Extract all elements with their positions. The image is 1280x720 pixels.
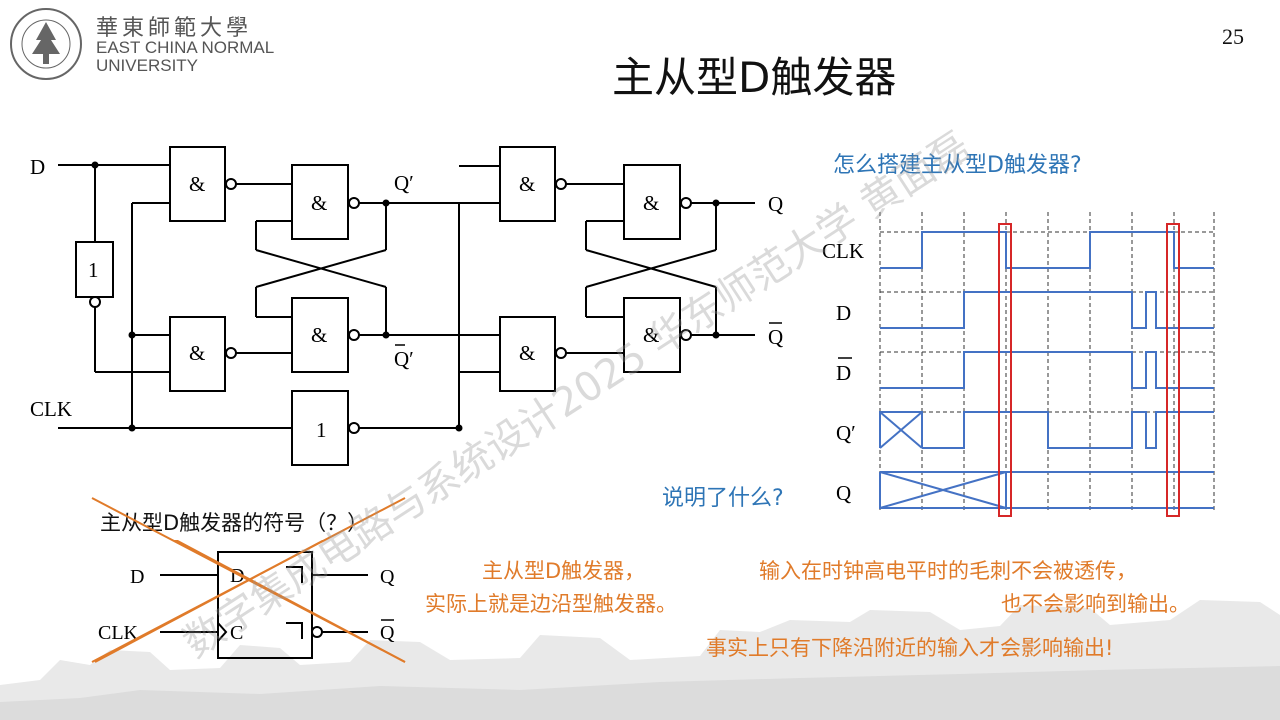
circuit-label-d: D — [30, 155, 45, 179]
note-line-3: 输入在时钟高电平时的毛刺不会被透传， — [759, 559, 1137, 583]
logo-english-line2: UNIVERSITY — [96, 56, 199, 75]
note-line-1: 主从型D触发器， — [482, 559, 646, 583]
page-number: 25 — [1222, 24, 1244, 49]
signal-label-d: D — [836, 301, 851, 325]
nand-label: & — [519, 172, 535, 196]
question-what-it-shows: 说明了什么? — [662, 486, 784, 511]
mid-q-label: Q′ — [394, 171, 414, 195]
nand-label: & — [519, 341, 535, 365]
signal-label-qprime: Q′ — [836, 421, 856, 445]
symbol-input-d: D — [130, 566, 144, 588]
timing-question: 怎么搭建主从型D触发器? — [833, 153, 1082, 178]
symbol-output-q: Q — [380, 566, 395, 588]
signal-label-dbar: D — [836, 361, 851, 385]
output-q-label: Q — [768, 192, 783, 216]
symbol-cross-mark — [91, 497, 406, 663]
symbol-pin-c: C — [230, 622, 243, 644]
note-line-2: 实际上就是边沿型触发器。 — [425, 592, 677, 616]
nand-label: & — [643, 323, 659, 347]
not-gate-label-2: 1 — [316, 418, 327, 442]
mid-qbar-label: Q′ — [394, 347, 414, 371]
signal-label-clk: CLK — [822, 239, 864, 263]
symbol-output-qbar: Q — [380, 622, 395, 644]
symbol-input-clk: CLK — [98, 622, 139, 644]
university-seal-logo — [10, 8, 82, 80]
background-buildings — [0, 600, 1280, 720]
symbol-title: 主从型D触发器的符号（？） — [100, 511, 369, 535]
circuit-label-clk: CLK — [30, 397, 72, 421]
signal-label-q: Q — [836, 481, 851, 505]
note-line-4: 也不会影响到输出。 — [1001, 592, 1190, 616]
logo-chinese-name: 華東師範大學 — [96, 16, 253, 41]
master-slave-circuit-diagram: D CLK 1 1 & & & & & & & & Q′ Q′ Q Q — [30, 146, 783, 466]
nand-label: & — [311, 191, 327, 215]
output-qbar-label: Q — [768, 325, 783, 349]
nand-label: & — [643, 191, 659, 215]
logo-english-line1: EAST CHINA NORMAL — [96, 38, 275, 57]
slide-title: 主从型D触发器 — [612, 53, 897, 102]
nand-label: & — [189, 341, 205, 365]
d-flipflop-symbol: D C D CLK Q Q — [94, 540, 406, 663]
nand-label: & — [311, 323, 327, 347]
nand-label: & — [189, 172, 205, 196]
timing-diagram: CLK D D Q′ Q — [822, 212, 1215, 517]
not-gate-label-1: 1 — [88, 258, 99, 282]
note-line-5: 事实上只有下降沿附近的输入才会影响输出! — [706, 636, 1114, 660]
